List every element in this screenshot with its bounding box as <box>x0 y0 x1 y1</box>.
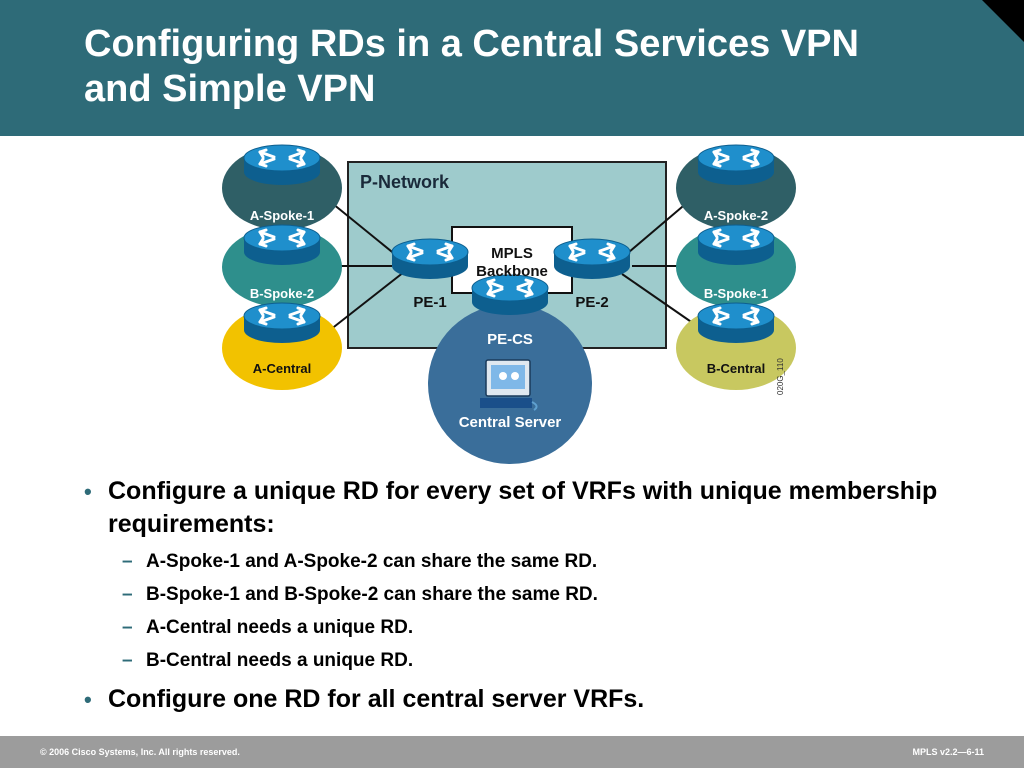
sub-bullet-list: A-Spoke-1 and A-Spoke-2 can share the sa… <box>108 545 964 677</box>
title-bar: Configuring RDs in a Central Services VP… <box>0 0 1024 136</box>
link-a-central-pe-1 <box>329 271 405 331</box>
copyright-text: © 2006 Cisco Systems, Inc. All rights re… <box>40 747 240 757</box>
slide-title-line-1: Configuring RDs in a Central Services VP… <box>84 23 859 65</box>
router-icon <box>242 143 322 187</box>
server-icon <box>480 359 538 411</box>
sub-bullet-2: B-Spoke-1 and B-Spoke-2 can share the sa… <box>108 578 964 611</box>
b-spoke-2-label: B-Spoke-2 <box>250 286 314 301</box>
a-spoke-2-label: A-Spoke-2 <box>704 208 768 223</box>
a-spoke-1-label: A-Spoke-1 <box>250 208 314 223</box>
bullet-1: Configure a unique RD for every set of V… <box>84 475 964 677</box>
pe-1-label: PE-1 <box>413 294 446 311</box>
router-icon <box>242 301 322 345</box>
router-icon <box>552 237 632 281</box>
mpls-label-line-2: Backbone <box>476 263 548 280</box>
router-icon <box>242 223 322 267</box>
b-spoke-1-label: B-Spoke-1 <box>704 286 768 301</box>
bullet-1-text: Configure a unique RD for every set of V… <box>108 477 938 538</box>
router-icon <box>470 273 550 317</box>
slide-title-line-2: and Simple VPN <box>84 68 376 110</box>
pe-2-label: PE-2 <box>575 294 608 311</box>
network-diagram: P-Network MPLS Backbone A-Spoke-1 B-Spok… <box>212 140 812 470</box>
bullet-list: Configure a unique RD for every set of V… <box>84 475 964 716</box>
sub-bullet-4: B-Central needs a unique RD. <box>108 644 964 677</box>
slide-title: Configuring RDs in a Central Services VP… <box>84 22 984 112</box>
central-server-label: Central Server <box>459 414 562 431</box>
sub-bullet-3: A-Central needs a unique RD. <box>108 611 964 644</box>
b-central-label: B-Central <box>707 361 766 376</box>
link-pe-2-b-central <box>621 273 701 329</box>
router-icon <box>696 301 776 345</box>
course-reference: MPLS v2.2—6-11 <box>912 747 984 757</box>
a-central-label: A-Central <box>253 361 312 376</box>
footer-bar: © 2006 Cisco Systems, Inc. All rights re… <box>0 736 1024 768</box>
corner-triangle <box>982 0 1024 42</box>
sub-bullet-1: A-Spoke-1 and A-Spoke-2 can share the sa… <box>108 545 964 578</box>
pe-cs-label: PE-CS <box>487 331 533 348</box>
p-network-label: P-Network <box>360 172 450 192</box>
figure-code: 020G_110 <box>776 358 785 395</box>
router-icon <box>696 223 776 267</box>
router-icon <box>696 143 776 187</box>
mpls-label-line-1: MPLS <box>491 245 533 262</box>
router-icon <box>390 237 470 281</box>
bullet-2: Configure one RD for all central server … <box>84 683 964 716</box>
bullet-2-text: Configure one RD for all central server … <box>108 685 645 713</box>
